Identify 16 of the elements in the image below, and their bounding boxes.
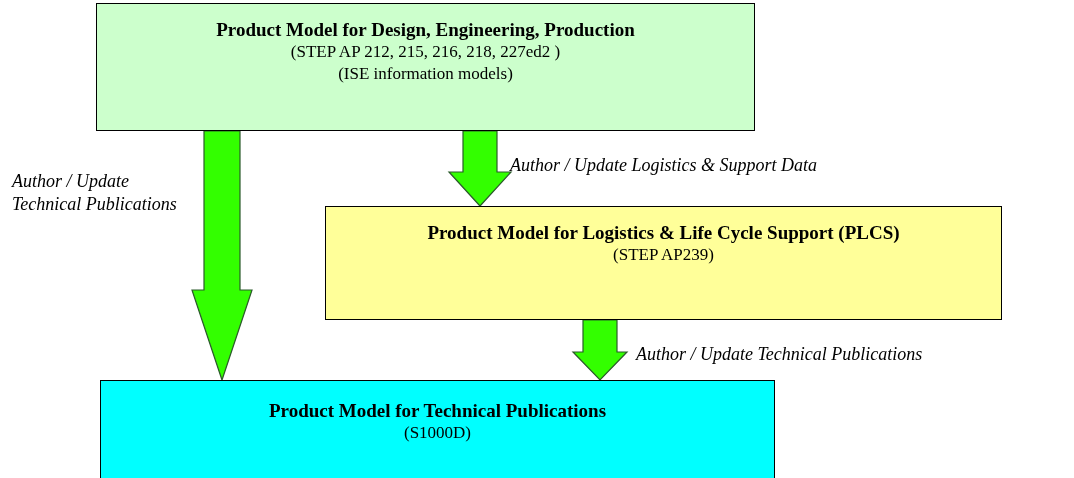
- box-title: Product Model for Logistics & Life Cycle Support (PLCS): [426, 221, 901, 244]
- block-arrow: [447, 130, 513, 207]
- edge-label: Author / Update Technical Publications: [12, 170, 178, 216]
- box-subtitle: (STEP AP 212, 215, 216, 218, 227ed2 ): [290, 41, 561, 63]
- edge-label: Author / Update Technical Publications: [636, 343, 924, 366]
- box-subtitle: (S1000D): [403, 422, 472, 444]
- model-box: [100, 380, 775, 478]
- box-title: Product Model for Design, Engineering, Production: [216, 18, 635, 41]
- block-arrow: [571, 319, 629, 381]
- block-arrow: [191, 130, 253, 382]
- box-subtitle: (ISE information models): [338, 63, 513, 85]
- edge-label: Author / Update Logistics & Support Data: [510, 154, 818, 177]
- box-title: Product Model for Technical Publications: [268, 399, 607, 422]
- model-box: [325, 206, 1002, 320]
- box-subtitle: (STEP AP239): [613, 244, 714, 266]
- model-box: [96, 3, 755, 131]
